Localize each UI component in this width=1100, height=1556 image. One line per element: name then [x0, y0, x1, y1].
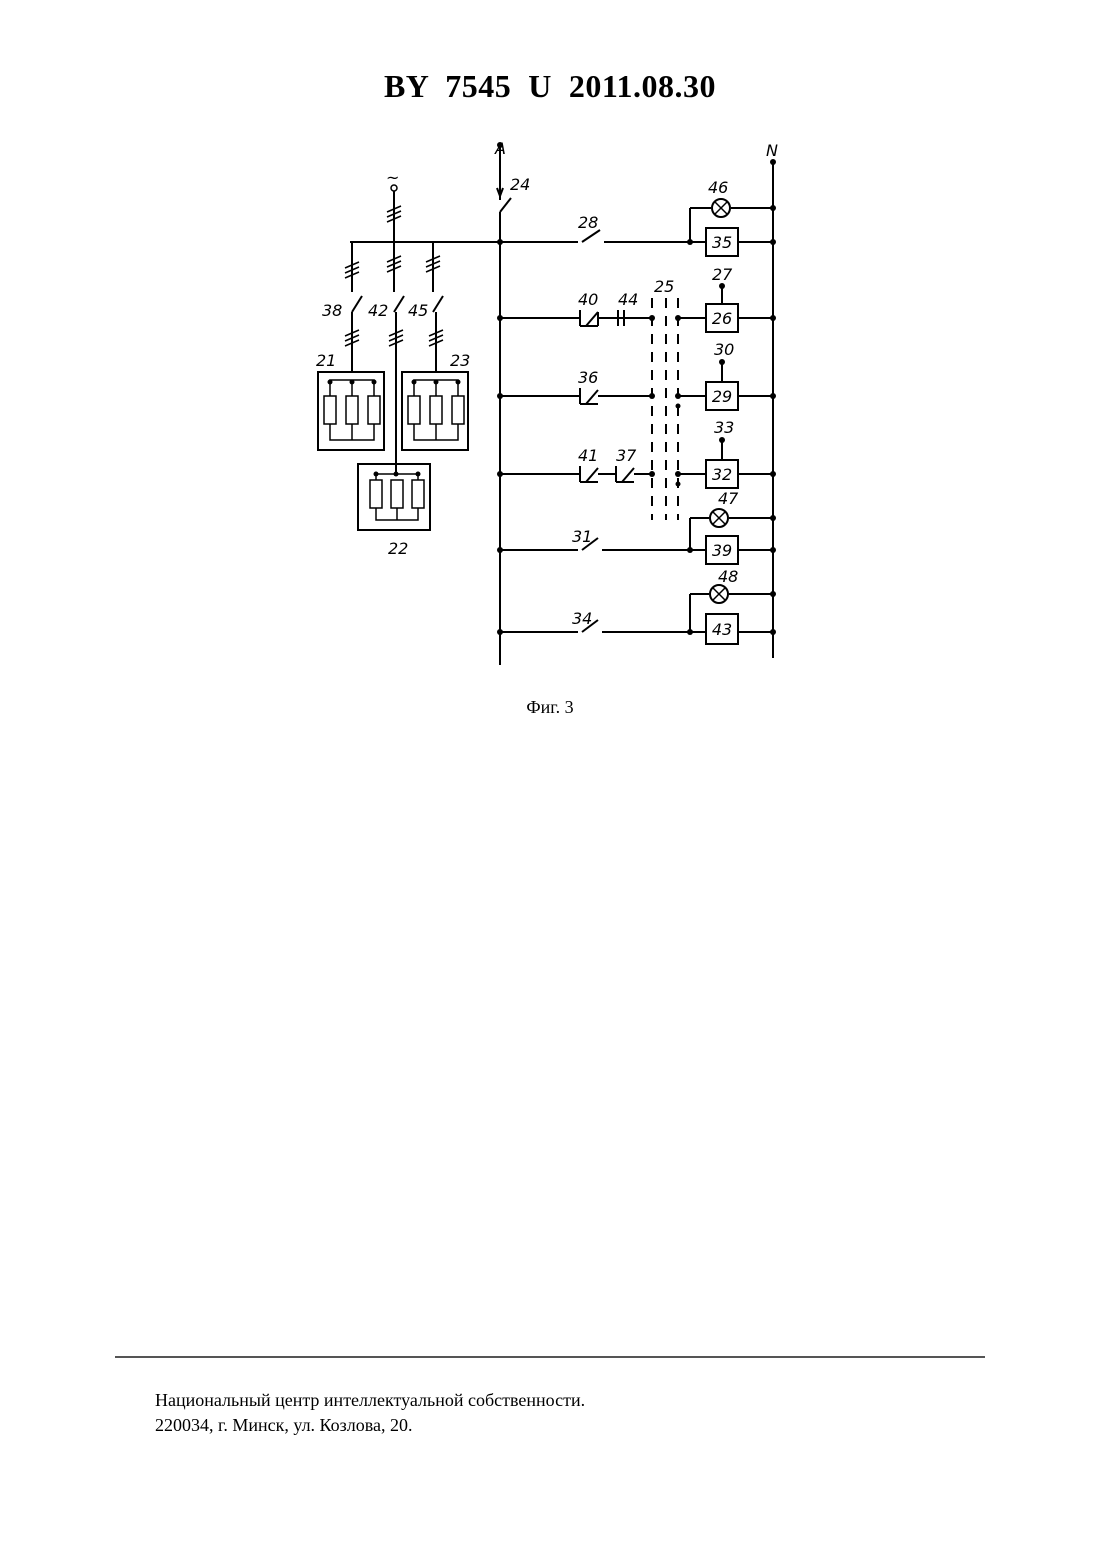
label-27: 27	[712, 265, 733, 284]
mechanical-link-25	[652, 298, 678, 520]
label-32: 32	[712, 465, 732, 484]
label-41: 41	[578, 446, 598, 465]
label-31: 31	[572, 527, 592, 546]
label-29: 29	[712, 387, 732, 406]
switch-38	[345, 296, 362, 372]
footer-line-2: 220034, г. Минск, ул. Козлова, 20.	[155, 1413, 585, 1438]
switch-45	[429, 296, 443, 372]
label-40: 40	[578, 290, 598, 309]
label-bus-n: N	[766, 141, 778, 160]
label-28: 28	[578, 213, 598, 232]
heater-block-22	[358, 464, 430, 530]
label-43: 43	[712, 620, 732, 639]
footer-divider	[115, 1356, 985, 1358]
label-bus-a: A	[494, 139, 506, 158]
figure-caption: Фиг. 3	[0, 697, 1100, 718]
label-24: 24	[510, 175, 530, 194]
label-30: 30	[714, 340, 734, 359]
supply-feed	[350, 185, 503, 245]
supply-symbol: ~	[386, 168, 399, 187]
label-42: 42	[368, 301, 388, 320]
label-47: 47	[718, 489, 739, 508]
lamp-46	[712, 199, 730, 217]
branch-drops	[345, 242, 440, 292]
label-36: 36	[578, 368, 598, 387]
footer-line-1: Национальный центр интеллектуальной собс…	[155, 1388, 585, 1413]
rung-36	[497, 359, 776, 409]
bus-n	[770, 159, 776, 658]
label-26: 26	[712, 309, 732, 328]
label-37: 37	[616, 446, 637, 465]
circuit-diagram: A 24 N ~	[0, 0, 1100, 700]
label-48: 48	[718, 567, 738, 586]
label-25: 25	[654, 277, 674, 296]
heater-block-21	[318, 372, 384, 450]
heater-block-23	[402, 372, 468, 450]
label-39: 39	[712, 541, 732, 560]
label-38: 38	[322, 301, 342, 320]
label-35: 35	[712, 233, 732, 252]
rung-41-37	[497, 437, 776, 487]
label-45: 45	[408, 301, 428, 320]
footer: Национальный центр интеллектуальной собс…	[155, 1388, 585, 1438]
label-44: 44	[618, 290, 638, 309]
bus-a	[497, 142, 511, 665]
lamp-48	[710, 585, 728, 603]
rung-31	[497, 515, 776, 553]
label-33: 33	[714, 418, 734, 437]
label-34: 34	[572, 609, 592, 628]
label-21: 21	[316, 351, 336, 370]
lamp-47	[710, 509, 728, 527]
label-46: 46	[708, 178, 728, 197]
label-23: 23	[450, 351, 470, 370]
rung-28	[500, 205, 776, 245]
label-22: 22	[388, 539, 408, 558]
